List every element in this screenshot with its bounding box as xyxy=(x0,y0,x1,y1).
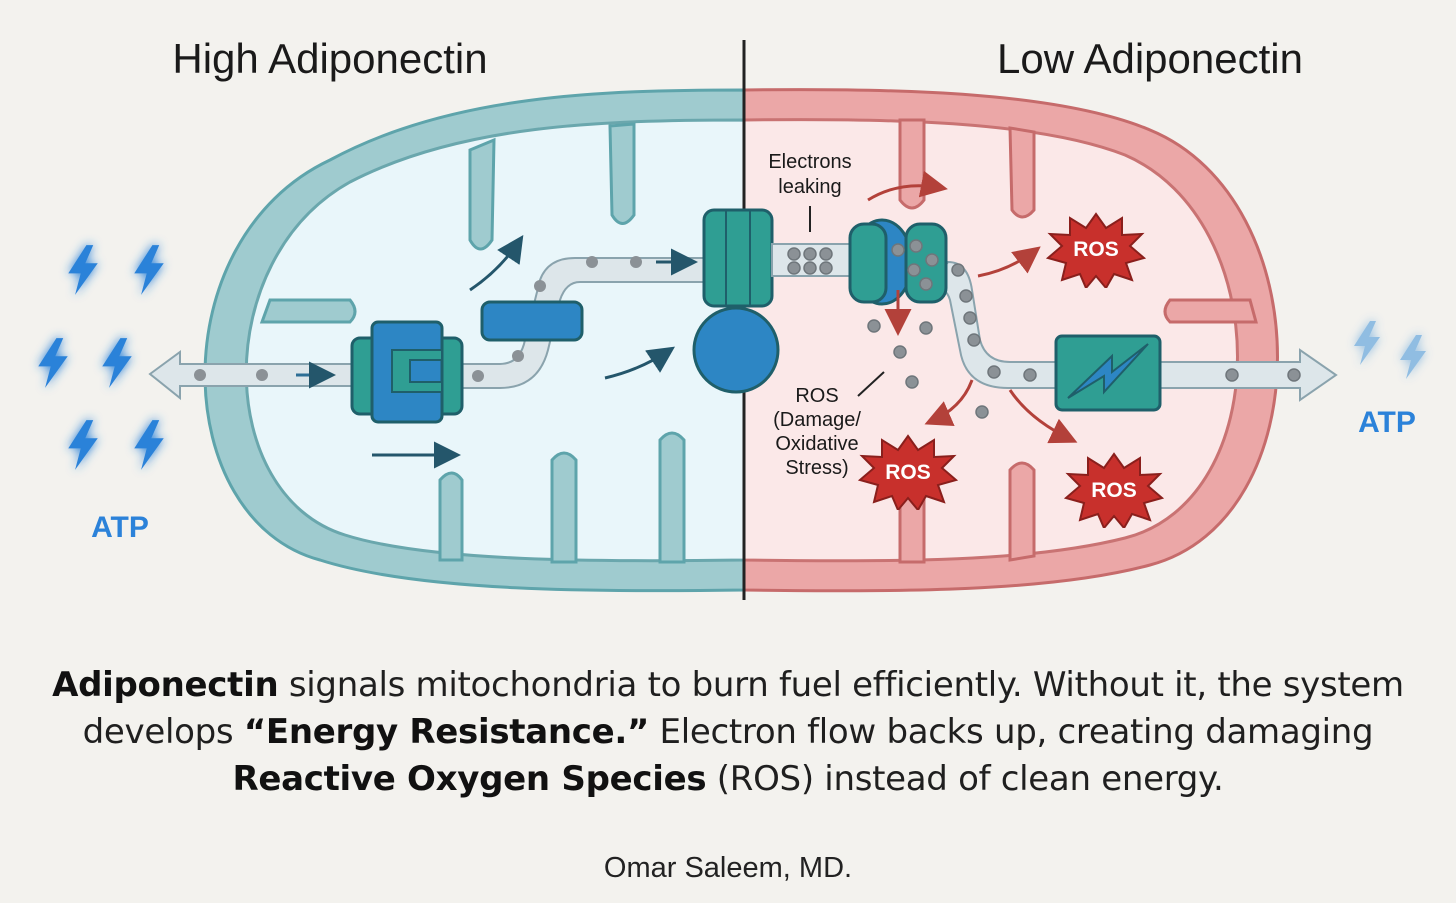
left-title: High Adiponectin xyxy=(172,35,487,82)
svg-text:(Damage/: (Damage/ xyxy=(773,409,861,431)
right-title: Low Adiponectin xyxy=(997,35,1303,82)
healthy-electron-path xyxy=(148,248,711,401)
caption-bold-ros: Reactive Oxygen Species xyxy=(232,759,707,799)
caption-bold-energy-resistance: “Energy Resistance.” xyxy=(243,712,650,752)
atp-synthase-damaged xyxy=(1054,334,1162,412)
left-atp-label: ATP xyxy=(91,511,149,544)
caption-line-1: Adiponectin signals mitochondria to burn… xyxy=(40,662,1416,709)
lightning-icon xyxy=(134,245,164,295)
svg-text:Oxidative: Oxidative xyxy=(775,433,858,455)
caption-line-2: develops “Energy Resistance.” Electron f… xyxy=(40,709,1416,756)
damaged-electron-path xyxy=(771,243,1338,402)
svg-text:Stress): Stress) xyxy=(785,457,848,479)
ros-callout-label: ROS (Damage/ Oxidative Stress) xyxy=(773,385,861,479)
svg-text:ROS: ROS xyxy=(795,385,838,407)
caption: Adiponectin signals mitochondria to burn… xyxy=(40,662,1416,803)
lightning-icon xyxy=(102,338,132,388)
complex-damaged xyxy=(848,218,948,306)
author-credit: Omar Saleem, MD. xyxy=(603,852,853,884)
lightning-icon xyxy=(1400,335,1426,379)
lightning-icon xyxy=(68,245,98,295)
caption-text: develops xyxy=(82,712,244,752)
right-atp-label: ATP xyxy=(1358,406,1416,439)
ros-pointer xyxy=(857,371,885,397)
healthy-mitochondrion xyxy=(203,88,744,593)
atp-synthase-healthy xyxy=(692,208,780,394)
caption-line-3: Reactive Oxygen Species (ROS) instead of… xyxy=(40,756,1416,803)
complex-one-healthy xyxy=(350,320,464,424)
lightning-icon xyxy=(1354,321,1380,365)
ros-burst-2: ROS xyxy=(859,435,957,510)
leak-arrows xyxy=(867,170,1078,444)
electrons-leaking-label: Electrons leaking xyxy=(768,151,851,198)
atp-bolts-right xyxy=(1354,321,1426,379)
svg-text:Electrons: Electrons xyxy=(768,151,851,173)
svg-text:ROS: ROS xyxy=(1073,238,1119,261)
svg-text:ROS: ROS xyxy=(885,461,931,484)
caption-text: Electron flow backs up, creating damagin… xyxy=(649,712,1374,752)
caption-text: (ROS) instead of clean energy. xyxy=(706,759,1224,799)
healthy-flow-arrows xyxy=(372,235,675,469)
ros-burst-3: ROS xyxy=(1065,453,1163,528)
ros-burst-1: ROS xyxy=(1047,213,1145,288)
svg-text:ROS: ROS xyxy=(1091,479,1137,502)
complex-two-healthy xyxy=(480,300,584,342)
leaking-electrons xyxy=(867,319,989,419)
svg-text:leaking: leaking xyxy=(778,176,841,198)
lightning-icon xyxy=(68,420,98,470)
atp-bolts-left xyxy=(38,245,164,470)
lightning-icon xyxy=(38,338,68,388)
caption-bold-adiponectin: Adiponectin xyxy=(52,665,279,705)
caption-text: signals mitochondria to burn fuel effici… xyxy=(278,665,1404,705)
mitochondria-diagram: High Adiponectin Low Adiponectin xyxy=(38,35,1426,600)
lightning-icon xyxy=(134,420,164,470)
